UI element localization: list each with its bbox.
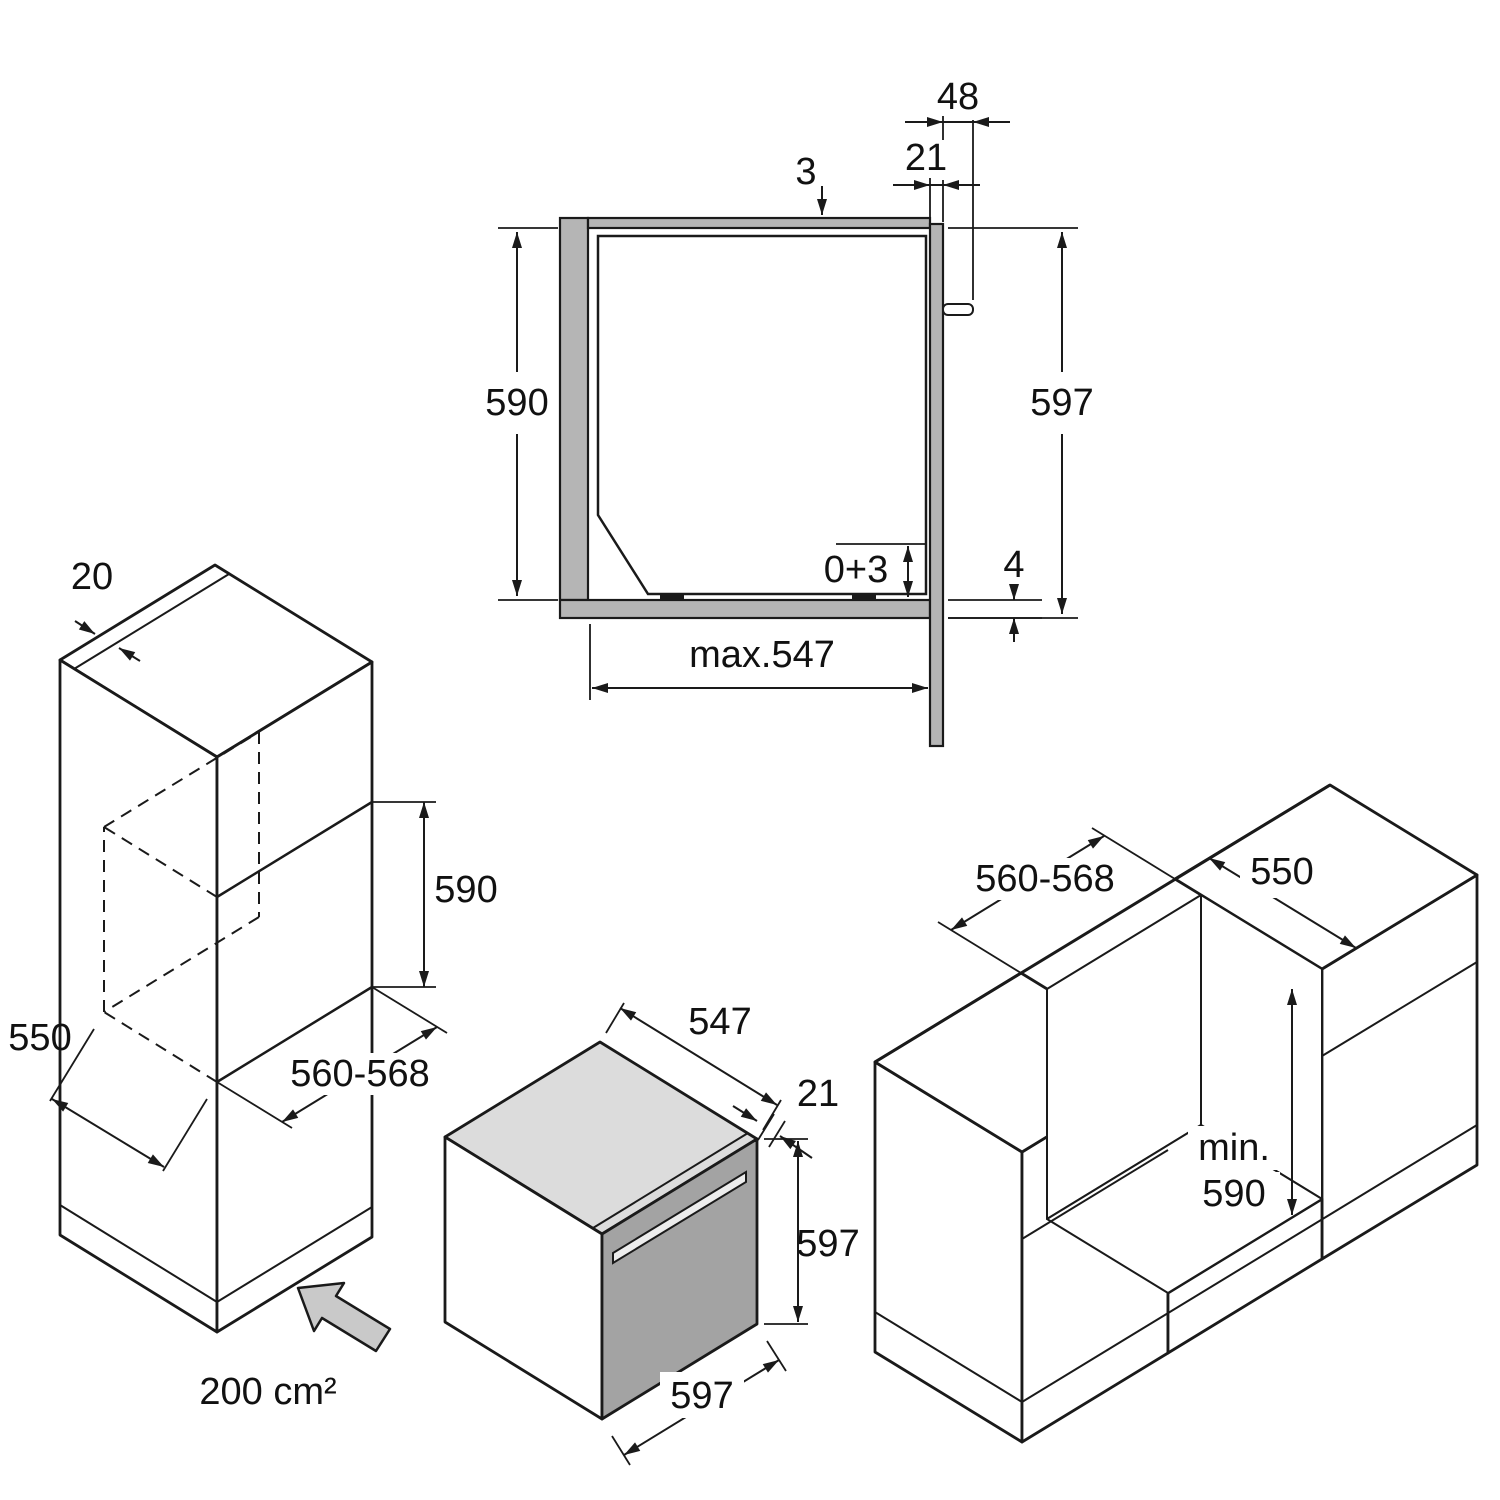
base-cabinet-view: 560-568 550 min. 590 [873,783,1479,1444]
oven-unit-view: 547 21 597 597 200 cm² [199,1001,860,1466]
cross-section-view: 3 48 21 590 [485,76,1094,748]
dim-label-tall-depth: 550 [8,1017,71,1059]
plinth-line [216,1206,373,1303]
dim-label-oven-height: 597 [1030,382,1093,424]
dim-label-base-niche-width: 560-568 [975,858,1114,900]
hidden-interior-dashed [103,731,260,1083]
dim-label-bottom-gap: 4 [1003,544,1024,586]
dim-top-panel-3: 3 [795,151,827,215]
insertion-arrow [296,1281,392,1353]
door-top-edge-line [592,1132,749,1229]
dim-label-handle-depth: 48 [937,76,979,118]
dim-label-rear-gap: 20 [71,556,113,598]
dim-label-tall-niche-width: 560-568 [290,1053,429,1095]
cabinet-left-wall [558,216,590,602]
dim-label-niche-height: 590 [485,382,548,424]
oven-door-face [600,1137,759,1421]
dim-tall-niche-height-590: 590 [372,801,498,988]
plinth-line [59,1204,218,1303]
plinth-line [1021,1124,1478,1403]
dim-label-oven-depth: 547 [688,1001,751,1043]
drawer-line-right [1321,961,1478,1057]
dim-label-base-depth: 550 [1250,851,1313,893]
dim-label-oven-height: 597 [796,1223,859,1265]
dim-oven-height-597: 597 [764,1138,860,1325]
dim-base-depth-550: 550 [1181,849,1370,966]
dim-label-base-min-value: 590 [1202,1173,1265,1215]
rear-gap-strip [73,573,230,670]
vent-area-label: 200 cm² [199,1371,336,1413]
dim-label-max-depth: max.547 [689,634,835,676]
dim-base-min-height-590: min. 590 [1188,989,1297,1216]
dim-door-overhang-21: 21 [893,137,980,222]
door-handle-profile [942,303,974,316]
dim-niche-height-590: 590 [485,227,558,601]
oven-door-handle [612,1170,747,1265]
niche-top-edge [216,800,373,899]
plinth-line [874,1311,1023,1403]
ventilation-callout: 200 cm² [199,1281,392,1413]
dim-label-base-min-prefix: min. [1198,1127,1270,1169]
dim-label-oven-door-thickness: 21 [797,1073,839,1115]
dim-oven-depth-547: 547 [605,1001,782,1131]
oven-door-profile [928,222,945,748]
dim-oven-width-597: 597 [611,1340,787,1466]
dim-label-top-panel: 3 [795,151,816,193]
tall-cabinet-front-face [215,660,374,1334]
dim-max-depth-547: max.547 [589,624,928,700]
dim-base-niche-width-560-568: 560-568 [937,827,1176,974]
cabinet-top-strip [586,216,932,230]
cabinet-bottom-panel [558,598,932,620]
dim-label-leveling: 0+3 [824,549,888,591]
dim-label-tall-niche-height: 590 [434,869,497,911]
dim-handle-depth-48: 48 [905,76,1010,300]
dim-tall-depth-550: 550 [8,1017,208,1172]
tall-cabinet-view: 20 590 550 560-568 [8,556,498,1334]
dim-bottom-gap-4: 4 [948,544,1042,642]
dim-rear-gap-20: 20 [71,556,141,662]
dim-tall-niche-width-560-568: 560-568 [216,986,448,1129]
oven-foot [660,594,684,600]
dim-label-door-overhang: 21 [905,137,947,179]
dim-leveling-0-3: 0+3 [824,543,926,597]
tall-cabinet-left-face [58,658,219,1334]
oven-foot [852,594,876,600]
oven-body-profile [596,234,928,596]
drawer-line-left [1021,1149,1169,1240]
dim-label-oven-width: 597 [670,1375,733,1417]
